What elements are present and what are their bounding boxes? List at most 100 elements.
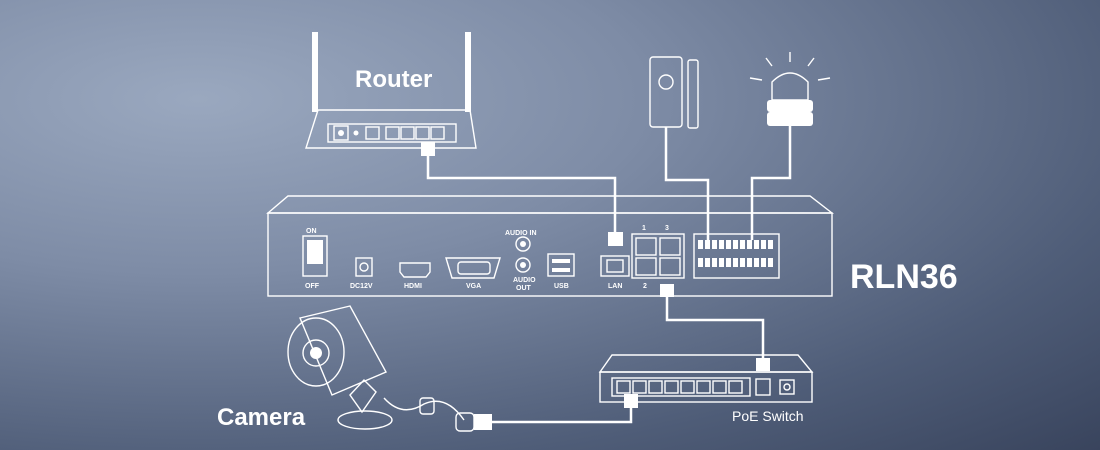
nvr-alarm-terminals	[698, 240, 773, 267]
alarm-terminal-pin	[754, 258, 759, 267]
alarm-terminal-pin	[747, 258, 752, 267]
alarm-terminal-pin	[705, 258, 710, 267]
alarm-terminal-pin	[733, 258, 738, 267]
camera-pigtail-cable	[383, 397, 465, 421]
nvr-audio-in-jack-center	[520, 241, 526, 247]
nvr-poe-2-label: 2	[643, 283, 647, 290]
nvr-to-switch-cable	[665, 290, 765, 360]
camera-lens-hood	[287, 317, 345, 387]
nvr-poe-plug	[660, 284, 674, 297]
door-sensor-magnet	[687, 59, 699, 129]
siren-light-ray	[765, 57, 773, 67]
switch-port-panel	[611, 377, 751, 397]
nvr-dc-label: DC12V	[350, 283, 373, 290]
nvr-power-switch	[302, 235, 328, 277]
siren-base	[767, 112, 813, 126]
siren-light-ray	[817, 77, 831, 81]
switch-poe-port	[632, 380, 647, 394]
door-sensor-device	[649, 56, 699, 129]
nvr-lan-port-socket	[606, 259, 624, 273]
alarm-terminal-pin	[768, 240, 773, 249]
camera-mount-arm	[349, 378, 377, 414]
camera-label: Camera	[217, 404, 306, 431]
alarm-terminal-pin	[768, 258, 773, 267]
router-lan-port	[400, 126, 415, 140]
nvr-alarm-terminal-block	[693, 233, 780, 279]
camera-lens	[302, 339, 330, 367]
camera-lens-center	[310, 347, 322, 359]
router-to-nvr-cable	[426, 156, 617, 232]
siren-to-nvr-cable	[750, 126, 792, 240]
camera-device	[287, 305, 492, 432]
sensor-to-nvr-cable	[664, 127, 710, 240]
switch-power-jack-pin	[783, 383, 791, 391]
nvr-usb-slot	[552, 259, 570, 263]
nvr-poe-port	[635, 237, 657, 256]
switch-poe-port	[712, 380, 727, 394]
siren-device	[749, 52, 831, 126]
switch-uplink-port	[755, 378, 771, 396]
poe-switch-label: PoE Switch	[732, 408, 804, 424]
alarm-terminal-pin	[740, 258, 745, 267]
switch-top	[598, 354, 814, 373]
router-antenna-left	[312, 32, 318, 112]
alarm-terminal-pin	[761, 240, 766, 249]
nvr-audio-out-jack	[515, 257, 531, 273]
poe-switch-device	[598, 354, 814, 403]
nvr-audio-out-label: OUT	[516, 285, 532, 292]
nvr-audio-in-jack	[515, 236, 531, 252]
nvr-dc-jack-pin	[359, 262, 369, 272]
door-sensor-body	[649, 56, 683, 128]
nvr-vga-pins	[457, 261, 491, 275]
switch-poe-port	[616, 380, 631, 394]
alarm-terminal-pin	[712, 240, 717, 249]
switch-poe-port	[664, 380, 679, 394]
siren-rim	[767, 100, 813, 112]
nvr-audio-in-label: AUDIO IN	[505, 230, 537, 237]
alarm-terminal-pin	[719, 240, 724, 249]
nvr-on-label: ON	[306, 228, 317, 235]
alarm-terminal-pin	[733, 240, 738, 249]
alarm-terminal-pin	[747, 240, 752, 249]
nvr-lan-plug	[608, 232, 623, 246]
nvr-device	[266, 195, 835, 297]
nvr-usb-label: USB	[554, 283, 569, 290]
alarm-terminal-pin	[726, 258, 731, 267]
nvr-audio-out-label: AUDIO	[513, 277, 536, 284]
nvr-lan-port	[600, 255, 630, 277]
switch-front	[599, 371, 813, 403]
router-antenna-right	[465, 32, 471, 112]
router-lan-port	[385, 126, 400, 140]
nvr-usb-slot	[552, 268, 570, 272]
switch-ports	[616, 380, 743, 394]
switch-poe-port	[680, 380, 695, 394]
alarm-terminal-pin	[740, 240, 745, 249]
alarm-terminal-pin	[698, 258, 703, 267]
alarm-terminal-pin	[719, 258, 724, 267]
router-power-jack	[333, 125, 349, 141]
nvr-poe-port-block	[631, 233, 685, 279]
switch-poe-port	[696, 380, 711, 394]
siren-dome	[771, 72, 809, 101]
nvr-audio-out-jack-center	[520, 262, 526, 268]
nvr-vga-port	[445, 257, 501, 279]
router-wan-port	[365, 126, 380, 140]
nvr-rear-panel	[267, 212, 833, 297]
router-cable-plug	[421, 142, 435, 156]
switch-poe-port	[648, 380, 663, 394]
router-led	[353, 130, 359, 136]
router-lan-port	[430, 126, 445, 140]
switch-uplink-plug	[756, 358, 770, 371]
camera-rj45-plug	[474, 414, 492, 430]
nvr-usb-ports	[547, 253, 575, 277]
nvr-top-panel	[266, 195, 835, 214]
router-label: Router	[355, 66, 432, 93]
alarm-terminal-pin	[754, 240, 759, 249]
nvr-dc-jack	[355, 257, 373, 277]
nvr-poe-3-label: 3	[665, 225, 669, 232]
nvr-hdmi-label: HDMI	[404, 283, 422, 290]
camera-connector	[419, 397, 435, 415]
router-port-panel	[327, 123, 457, 143]
